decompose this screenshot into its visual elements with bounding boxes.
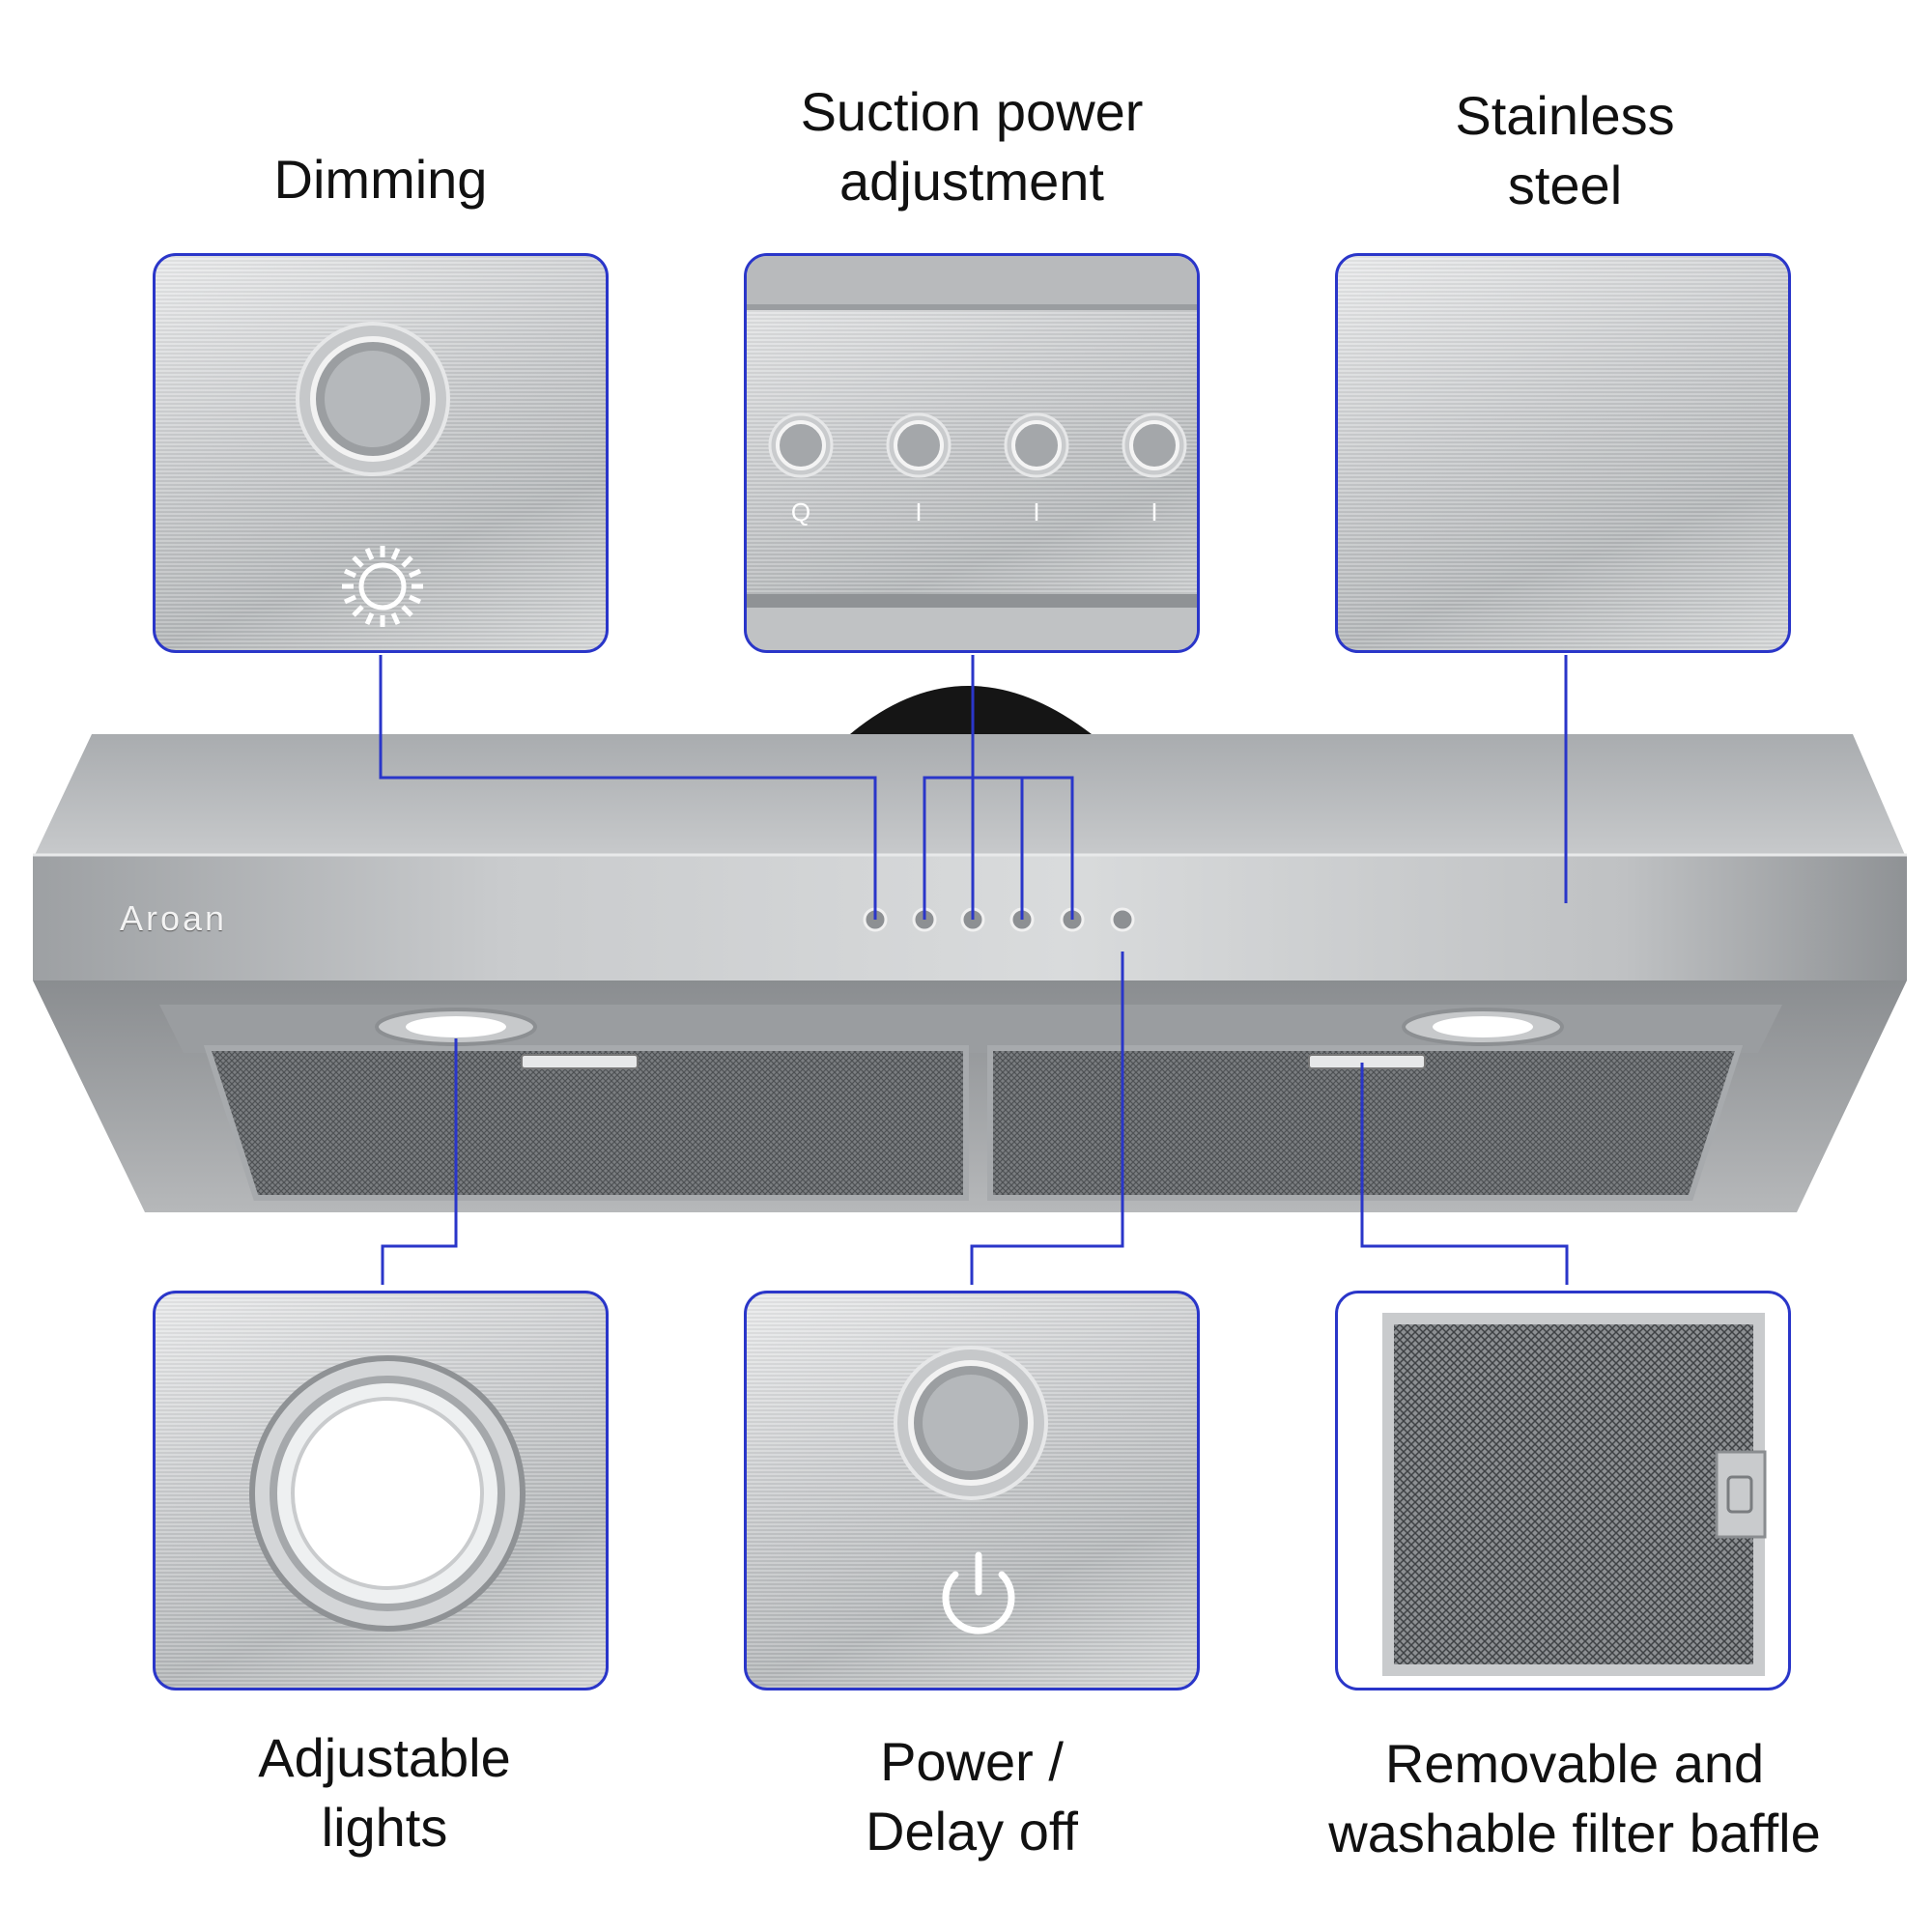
filter-handle-right [1308, 1054, 1426, 1069]
suction-mark-4: I [1151, 497, 1158, 526]
label-filter-baffle: Removable and washable filter baffle [1328, 1733, 1821, 1863]
suction-mark-2: I [915, 497, 923, 526]
power-icon [942, 1551, 1015, 1634]
suction-knob-1 [776, 420, 826, 470]
panel-stainless-steel [1335, 253, 1791, 653]
filter-left [203, 1045, 969, 1201]
label-suction-power: Suction power adjustment [800, 81, 1144, 212]
exhaust-duct [850, 686, 1092, 734]
label-dimming: Dimming [273, 149, 488, 210]
panel-filter-baffle [1335, 1291, 1791, 1690]
filter-right [987, 1045, 1744, 1201]
panel-dimming [153, 253, 609, 653]
brand-logo: Aroan [120, 898, 228, 938]
panel-adjustable-lights [153, 1291, 609, 1690]
suction-knob-4 [1129, 420, 1179, 470]
callout-line-filter [1360, 1063, 1569, 1285]
panel-power-delay [744, 1291, 1200, 1690]
suction-knob-3 [1011, 420, 1062, 470]
callout-line-dimming [379, 655, 877, 920]
suction-knob-2 [894, 420, 944, 470]
light-lens [291, 1397, 484, 1590]
filter-latch [1715, 1450, 1767, 1539]
hood-top-face [35, 734, 1905, 855]
suction-mark-3: I [1033, 497, 1040, 526]
sun-icon [342, 546, 423, 627]
callout-line-power [970, 952, 1124, 1285]
callout-line-suction-bracket [923, 776, 1074, 920]
label-stainless-steel: Stainless steel [1455, 85, 1675, 215]
filter-handle-left [521, 1054, 639, 1069]
label-power-delay-off: Power / Delay off [866, 1731, 1078, 1861]
filter-mesh [1394, 1324, 1753, 1664]
hood-button-6[interactable] [1110, 907, 1135, 932]
callout-line-lights [381, 1038, 458, 1285]
label-adjustable-lights: Adjustable lights [258, 1727, 511, 1858]
suction-mark-1: Q [790, 497, 811, 526]
